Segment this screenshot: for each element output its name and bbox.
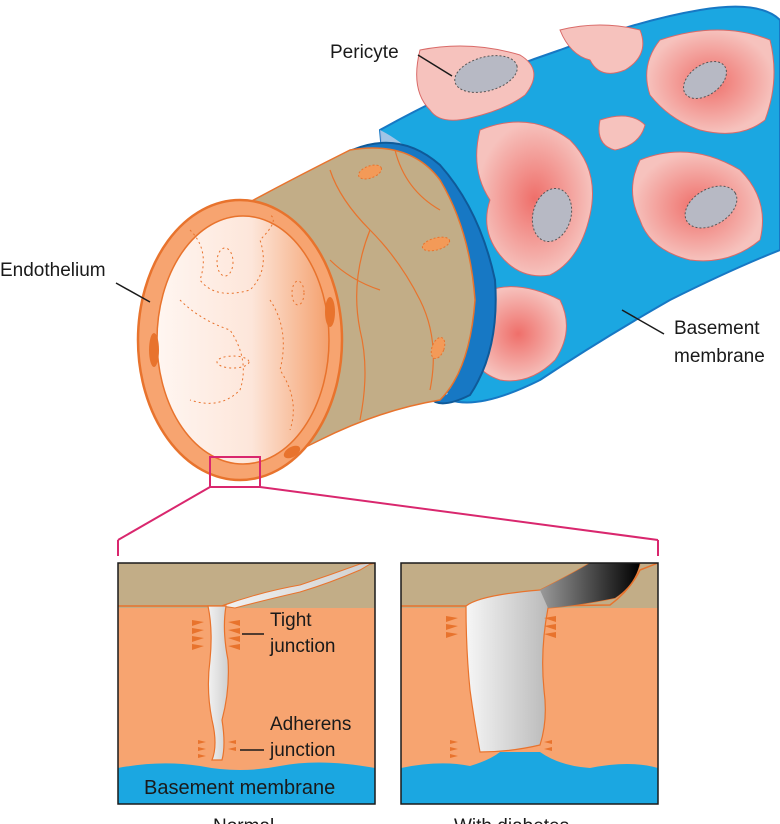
adherens-junction-label-line2: junction	[269, 740, 336, 761]
basement-membrane-label-line2: membrane	[674, 346, 765, 367]
cell-border	[356, 229, 371, 421]
widened-gap	[465, 563, 641, 753]
endothelial-nucleus	[149, 333, 159, 367]
cell-border	[394, 149, 441, 211]
intercellular-cleft	[207, 605, 229, 761]
lumen-cell-outline	[269, 299, 294, 431]
lumen-nucleus	[291, 280, 305, 306]
cell-border	[329, 259, 381, 291]
endothelial-nucleus	[325, 297, 335, 327]
endothelial-nucleus	[283, 445, 301, 459]
lumen-nucleus	[216, 247, 234, 277]
lumen	[156, 215, 330, 465]
lumen-cell-outline	[179, 299, 244, 404]
pericyte-cell	[476, 121, 593, 277]
adherens-junction-markers	[198, 740, 236, 758]
panel-normal: Tight junction Adherens junction Basemen…	[117, 562, 376, 805]
basement-membrane-label-line1: Basement	[674, 318, 760, 339]
zoom-callout	[117, 456, 659, 556]
pericyte-nucleus	[454, 55, 518, 93]
lumen-nucleus	[216, 355, 250, 369]
tight-junction-label-line1: Tight	[270, 610, 312, 631]
panel-basement-membrane-label: Basement membrane	[144, 777, 335, 799]
pericyte-cell	[559, 24, 644, 74]
endothelium-label: Endothelium	[0, 260, 106, 281]
label-basement-membrane: Basement membrane	[621, 309, 765, 367]
cell-border	[419, 299, 434, 391]
panel-diabetes	[400, 562, 659, 805]
zoom-box	[209, 456, 261, 488]
adherens-junction-markers	[450, 740, 552, 758]
pericyte-nucleus	[531, 187, 573, 243]
label-endothelium: Endothelium	[0, 260, 151, 303]
endothelial-nucleus	[430, 336, 446, 360]
endothelial-nucleus	[421, 236, 451, 252]
pericyte-cell	[598, 115, 646, 151]
tight-junction-markers	[192, 620, 240, 650]
label-pericyte: Pericyte	[330, 42, 453, 77]
pericyte-nucleus	[683, 61, 727, 99]
lumen-cell-outline	[189, 214, 274, 294]
adherens-junction-label-line1: Adherens	[270, 714, 351, 735]
tight-junction-markers	[446, 616, 556, 638]
caption-normal: Normal	[213, 816, 274, 824]
pericyte-nucleus	[684, 185, 738, 229]
vessel-opening	[136, 198, 344, 482]
pericyte-label: Pericyte	[330, 42, 399, 63]
caption-with-diabetes: With diabetes	[454, 816, 569, 824]
tight-junction-label-line2: junction	[269, 636, 336, 657]
endothelial-nucleus	[358, 164, 382, 180]
